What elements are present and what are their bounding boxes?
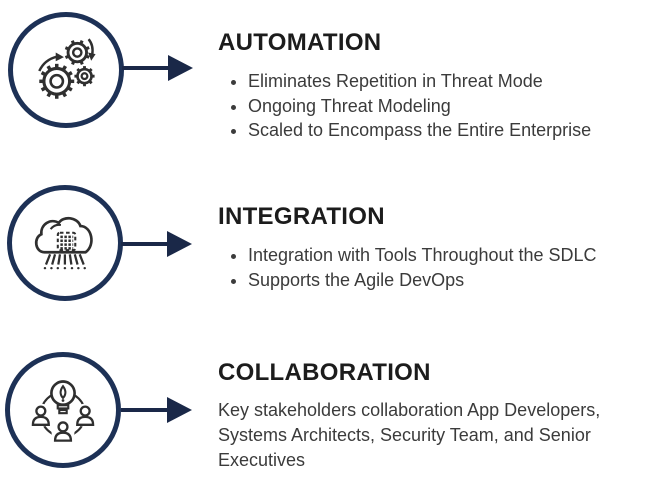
connector-arrow-head	[167, 397, 192, 423]
connector-legs	[43, 253, 86, 270]
gear-small	[74, 66, 95, 87]
bullet-item: Eliminates Repetition in Threat Mode	[248, 69, 654, 94]
cloud-outline	[34, 216, 93, 254]
gears-automation-icon	[38, 38, 96, 99]
cloud-chip-integration-icon	[34, 216, 93, 270]
rotation-arrow-right	[87, 38, 96, 61]
person-bottom	[51, 419, 75, 443]
connector-arrow-line	[121, 408, 169, 412]
section-title: AUTOMATION	[218, 29, 382, 56]
automation-icon-circle	[8, 12, 124, 128]
gear-medium	[64, 40, 90, 66]
bullet-item: Integration with Tools Throughout the SD…	[248, 243, 654, 268]
bullet-item: Ongoing Threat Modeling	[248, 94, 654, 119]
connector-arrow-line	[122, 66, 170, 70]
collaboration-icon-circle	[5, 352, 121, 468]
collaboration-content: COLLABORATION Key stakeholders collabora…	[218, 358, 654, 473]
connector-arrow-head	[168, 55, 193, 81]
rotation-arrow-left	[38, 52, 64, 72]
person-left	[29, 403, 53, 427]
automation-content: AUTOMATION Eliminates Repetition in Thre…	[218, 28, 654, 143]
connector-arrow-line	[121, 242, 169, 246]
bullet-item: Supports the Agile DevOps	[248, 268, 654, 293]
connector-arrow-head	[167, 231, 192, 257]
integration-icon-circle	[7, 185, 123, 301]
chip-grid	[56, 231, 77, 252]
integration-content: INTEGRATION Integration with Tools Throu…	[218, 202, 654, 292]
person-right	[73, 403, 97, 427]
section-paragraph: Key stakeholders collaboration App Devel…	[218, 400, 601, 470]
lightbulb	[50, 380, 76, 415]
bullet-item: Scaled to Encompass the Entire Enterpris…	[248, 118, 654, 143]
people-lightbulb-collaboration-icon	[29, 380, 97, 443]
bullet-list: Integration with Tools Throughout the SD…	[218, 243, 654, 292]
bullet-list: Eliminates Repetition in Threat Mode Ong…	[218, 69, 654, 143]
section-title: COLLABORATION	[218, 359, 431, 386]
gear-large	[39, 63, 75, 99]
section-title: INTEGRATION	[218, 203, 385, 230]
